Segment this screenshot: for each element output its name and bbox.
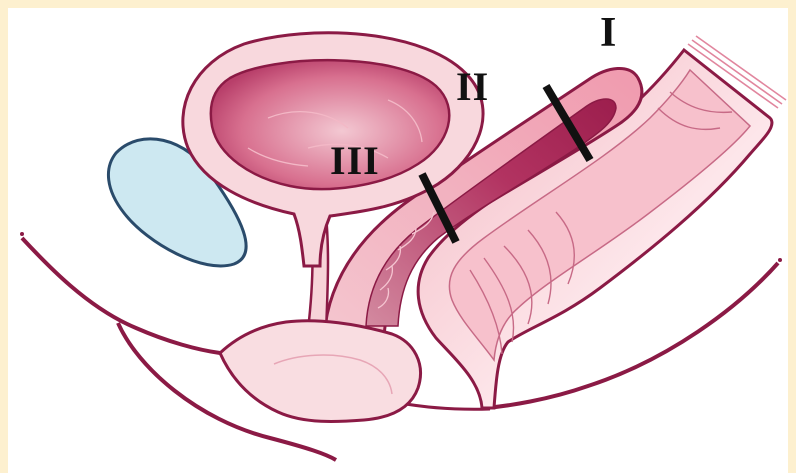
outline-dot: [778, 258, 782, 262]
body-outline-base: [400, 403, 490, 409]
perineal-body: [220, 321, 420, 422]
outline-dot: [20, 232, 24, 236]
zone-label-one: I: [600, 10, 617, 56]
zone-label-three: III: [330, 138, 380, 183]
pelvic-anatomy-diagram: I II III: [8, 8, 788, 473]
diagram-panel: I II III: [8, 8, 788, 473]
zone-label-two: II: [456, 64, 489, 109]
